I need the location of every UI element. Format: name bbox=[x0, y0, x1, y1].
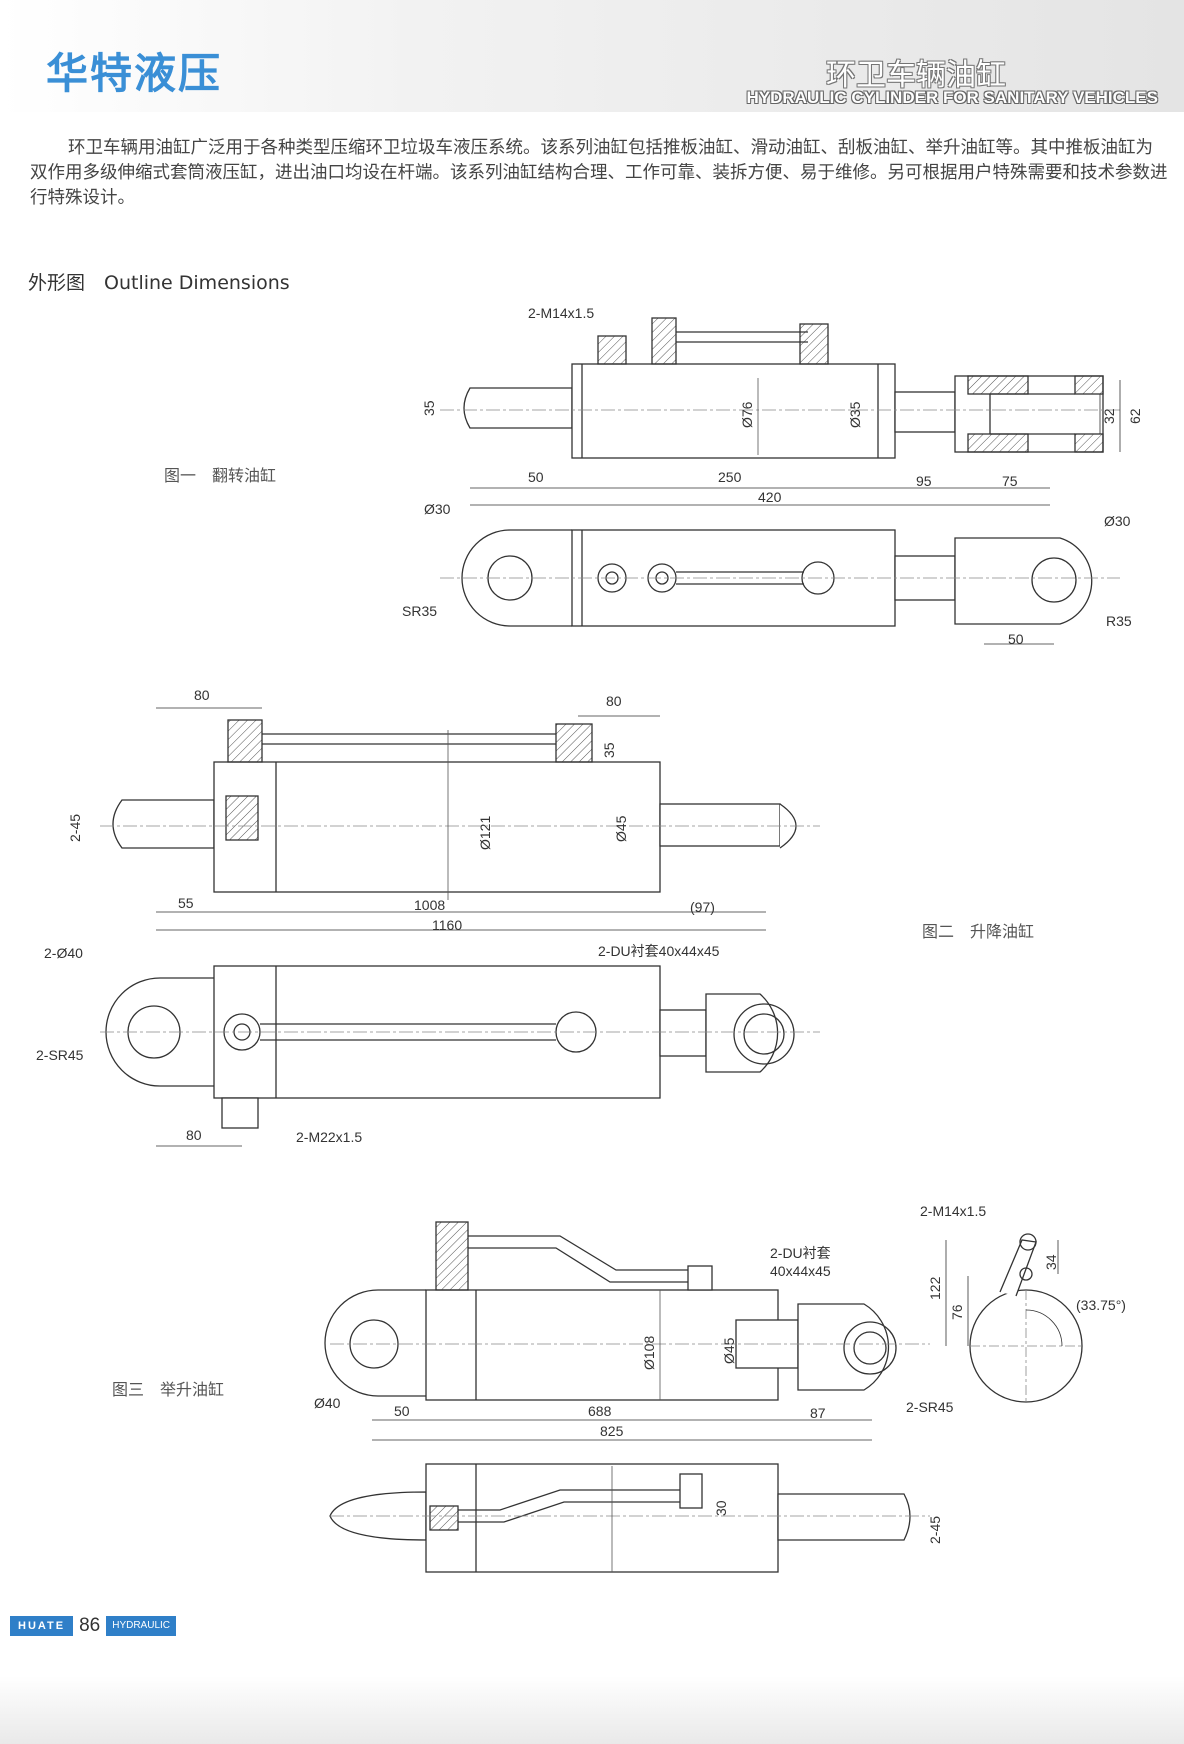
fig3-d3: 87 bbox=[810, 1405, 826, 1421]
fig1-d1: 50 bbox=[528, 469, 544, 485]
fig3-port-h: 30 bbox=[713, 1500, 729, 1516]
fig1-clevis-outer: 62 bbox=[1127, 408, 1143, 424]
footer-badge: HUATE 86 HYDRAULIC bbox=[10, 1615, 177, 1636]
fig1-pin-left: Ø30 bbox=[424, 501, 451, 517]
fig2-bushing: 2-DU衬套40x44x45 bbox=[598, 943, 720, 959]
fig2-pin-dia: 2-45 bbox=[67, 814, 83, 842]
fig3-pin: Ø40 bbox=[314, 1395, 341, 1411]
brand-title: 华特液压 bbox=[46, 49, 223, 98]
fig1-port-label: 2-M14x1.5 bbox=[528, 305, 594, 321]
fig1-bore: Ø76 bbox=[739, 401, 755, 428]
fig3-angle: (33.75°) bbox=[1076, 1297, 1126, 1313]
bottom-shade bbox=[0, 1676, 1184, 1744]
fig3-rod: Ø45 bbox=[721, 1337, 737, 1364]
fig1-sr: SR35 bbox=[402, 603, 437, 619]
fig2-rod: Ø45 bbox=[613, 815, 629, 842]
fig3-bushing-line1: 2-DU衬套 bbox=[770, 1245, 831, 1261]
fig3-sr: 2-SR45 bbox=[906, 1399, 954, 1415]
figure-1-side-view bbox=[440, 317, 1121, 506]
fig2-d2: 1008 bbox=[414, 897, 445, 913]
figure-2-top-view bbox=[100, 965, 820, 1147]
fig2-d3: (97) bbox=[690, 899, 715, 915]
fig1-d4: 75 bbox=[1002, 473, 1018, 489]
fig3-h1: 122 bbox=[927, 1276, 943, 1300]
figure-2-caption: 图二 升降油缸 bbox=[922, 922, 1035, 941]
fig2-port: 2-M22x1.5 bbox=[296, 1129, 362, 1145]
fig1-d2: 250 bbox=[718, 469, 742, 485]
outline-heading: 外形图 Outline Dimensions bbox=[28, 272, 290, 294]
fig3-pin-dia: 2-45 bbox=[927, 1516, 943, 1544]
fig1-d3: 95 bbox=[916, 473, 932, 489]
fig1-pin-right: Ø30 bbox=[1104, 513, 1131, 529]
fig3-d1: 50 bbox=[394, 1403, 410, 1419]
header-band bbox=[0, 0, 1184, 112]
figure-3-top-view bbox=[329, 1463, 930, 1573]
fig1-r: R35 bbox=[1106, 613, 1132, 629]
section-title: 环卫车辆油缸 bbox=[826, 58, 1006, 93]
section-subtitle: HYDRAULIC CYLINDER FOR SANITARY VEHICLES bbox=[746, 88, 1159, 107]
fig2-sr: 2-SR45 bbox=[36, 1047, 84, 1063]
fig3-total: 825 bbox=[600, 1423, 624, 1439]
fig2-bore: Ø121 bbox=[477, 816, 493, 850]
fig1-total: 420 bbox=[758, 489, 782, 505]
fig2-top-left: 80 bbox=[194, 687, 210, 703]
intro-paragraph: 环卫车辆用油缸广泛用于各种类型压缩环卫垃圾车液压系统。该系列油缸包括推板油缸、滑… bbox=[30, 138, 1168, 208]
fig3-bushing-line2: 40x44x45 bbox=[770, 1263, 831, 1279]
fig3-bore: Ø108 bbox=[641, 1336, 657, 1370]
page-number: 86 bbox=[79, 1615, 101, 1636]
footer-label: HYDRAULIC bbox=[106, 1616, 177, 1636]
figure-1-top-view bbox=[440, 529, 1120, 645]
fig2-total: 1160 bbox=[432, 917, 462, 933]
footer-brand: HUATE bbox=[10, 1616, 74, 1636]
fig3-h2: 76 bbox=[949, 1304, 965, 1320]
fig2-port-h: 35 bbox=[601, 742, 617, 758]
fig2-d1: 55 bbox=[178, 895, 194, 911]
fig1-rod: Ø35 bbox=[847, 401, 863, 428]
fig3-port: 2-M14x1.5 bbox=[920, 1203, 986, 1219]
fig2-top-right: 80 bbox=[606, 693, 622, 709]
figure-3-side-view bbox=[324, 1221, 1083, 1441]
fig3-h3: 34 bbox=[1043, 1254, 1059, 1270]
figure-3-caption: 图三 举升油缸 bbox=[112, 1380, 225, 1399]
fig3-d2: 688 bbox=[588, 1403, 612, 1419]
fig2-d4: 80 bbox=[186, 1127, 202, 1143]
fig1-clevis-inner: 32 bbox=[1101, 408, 1117, 424]
fig1-d5: 50 bbox=[1008, 631, 1024, 647]
fig2-pin-holes: 2-Ø40 bbox=[44, 945, 83, 961]
figure-2-side-view bbox=[100, 707, 820, 931]
figure-1-caption: 图一 翻转油缸 bbox=[164, 466, 277, 485]
fig1-rod-dia: 35 bbox=[421, 400, 437, 416]
